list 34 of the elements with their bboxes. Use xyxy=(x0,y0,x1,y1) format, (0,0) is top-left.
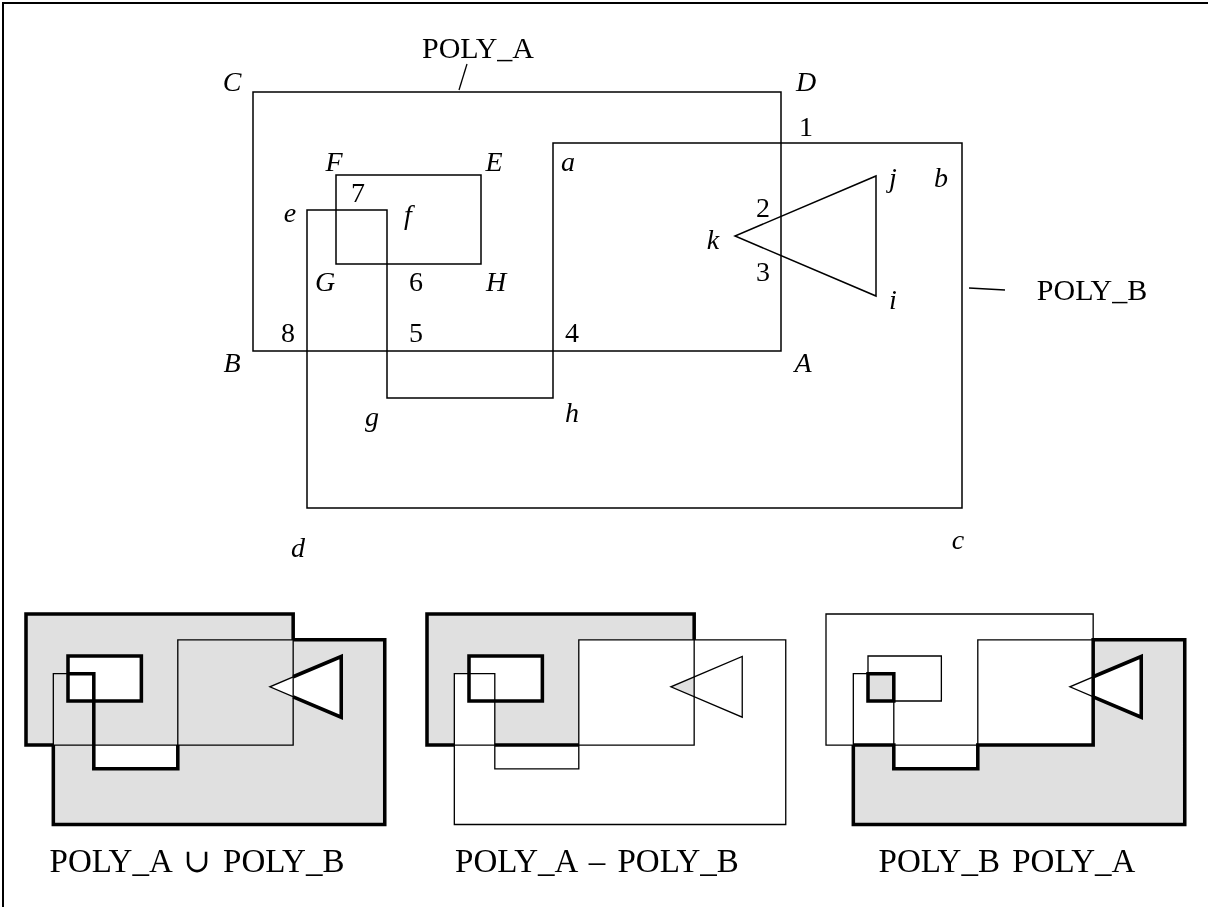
panel-caption: POLY_A – POLY_B xyxy=(455,844,739,878)
vertex-label: D xyxy=(795,68,817,96)
vertex-label: b xyxy=(934,164,948,192)
polygon-with-hole xyxy=(252,91,782,352)
vertex-label: h xyxy=(565,399,579,427)
panel-caption: POLY_B POLY_A xyxy=(878,844,1136,878)
vertex-label: i xyxy=(889,286,897,314)
vertex-label: e xyxy=(283,199,297,227)
vertex-label: a xyxy=(561,148,575,176)
vertex-label: A xyxy=(794,349,812,377)
intersection-number: 3 xyxy=(756,258,770,286)
polygon-with-triangle-hole xyxy=(306,142,963,509)
vertex-label: g xyxy=(365,403,379,431)
intersection-number: 1 xyxy=(799,113,813,141)
intersection-number: 5 xyxy=(409,319,423,347)
vertex-label: G xyxy=(314,268,336,296)
intersection-number: 7 xyxy=(351,179,365,207)
vertex-label: c xyxy=(951,526,965,554)
intersection-number: 6 xyxy=(409,268,423,296)
vertex-label: B xyxy=(223,349,241,377)
polygon-name: POLY_A xyxy=(422,33,534,63)
leader-line xyxy=(968,287,1006,291)
intersection-number: 2 xyxy=(756,194,770,222)
vertex-label: d xyxy=(291,534,305,562)
panel-caption: POLY_A ∪ POLY_B xyxy=(49,844,345,878)
intersection-number: 4 xyxy=(565,319,579,347)
intersection-number: 8 xyxy=(281,319,295,347)
vertex-label: H xyxy=(485,268,507,296)
leader-line xyxy=(458,63,468,91)
vertex-label: k xyxy=(706,226,720,254)
vertex-label: C xyxy=(222,68,242,96)
polygon-name: POLY_B xyxy=(1036,275,1148,305)
vertex-label: F xyxy=(325,148,343,176)
vertex-label: E xyxy=(485,148,503,176)
